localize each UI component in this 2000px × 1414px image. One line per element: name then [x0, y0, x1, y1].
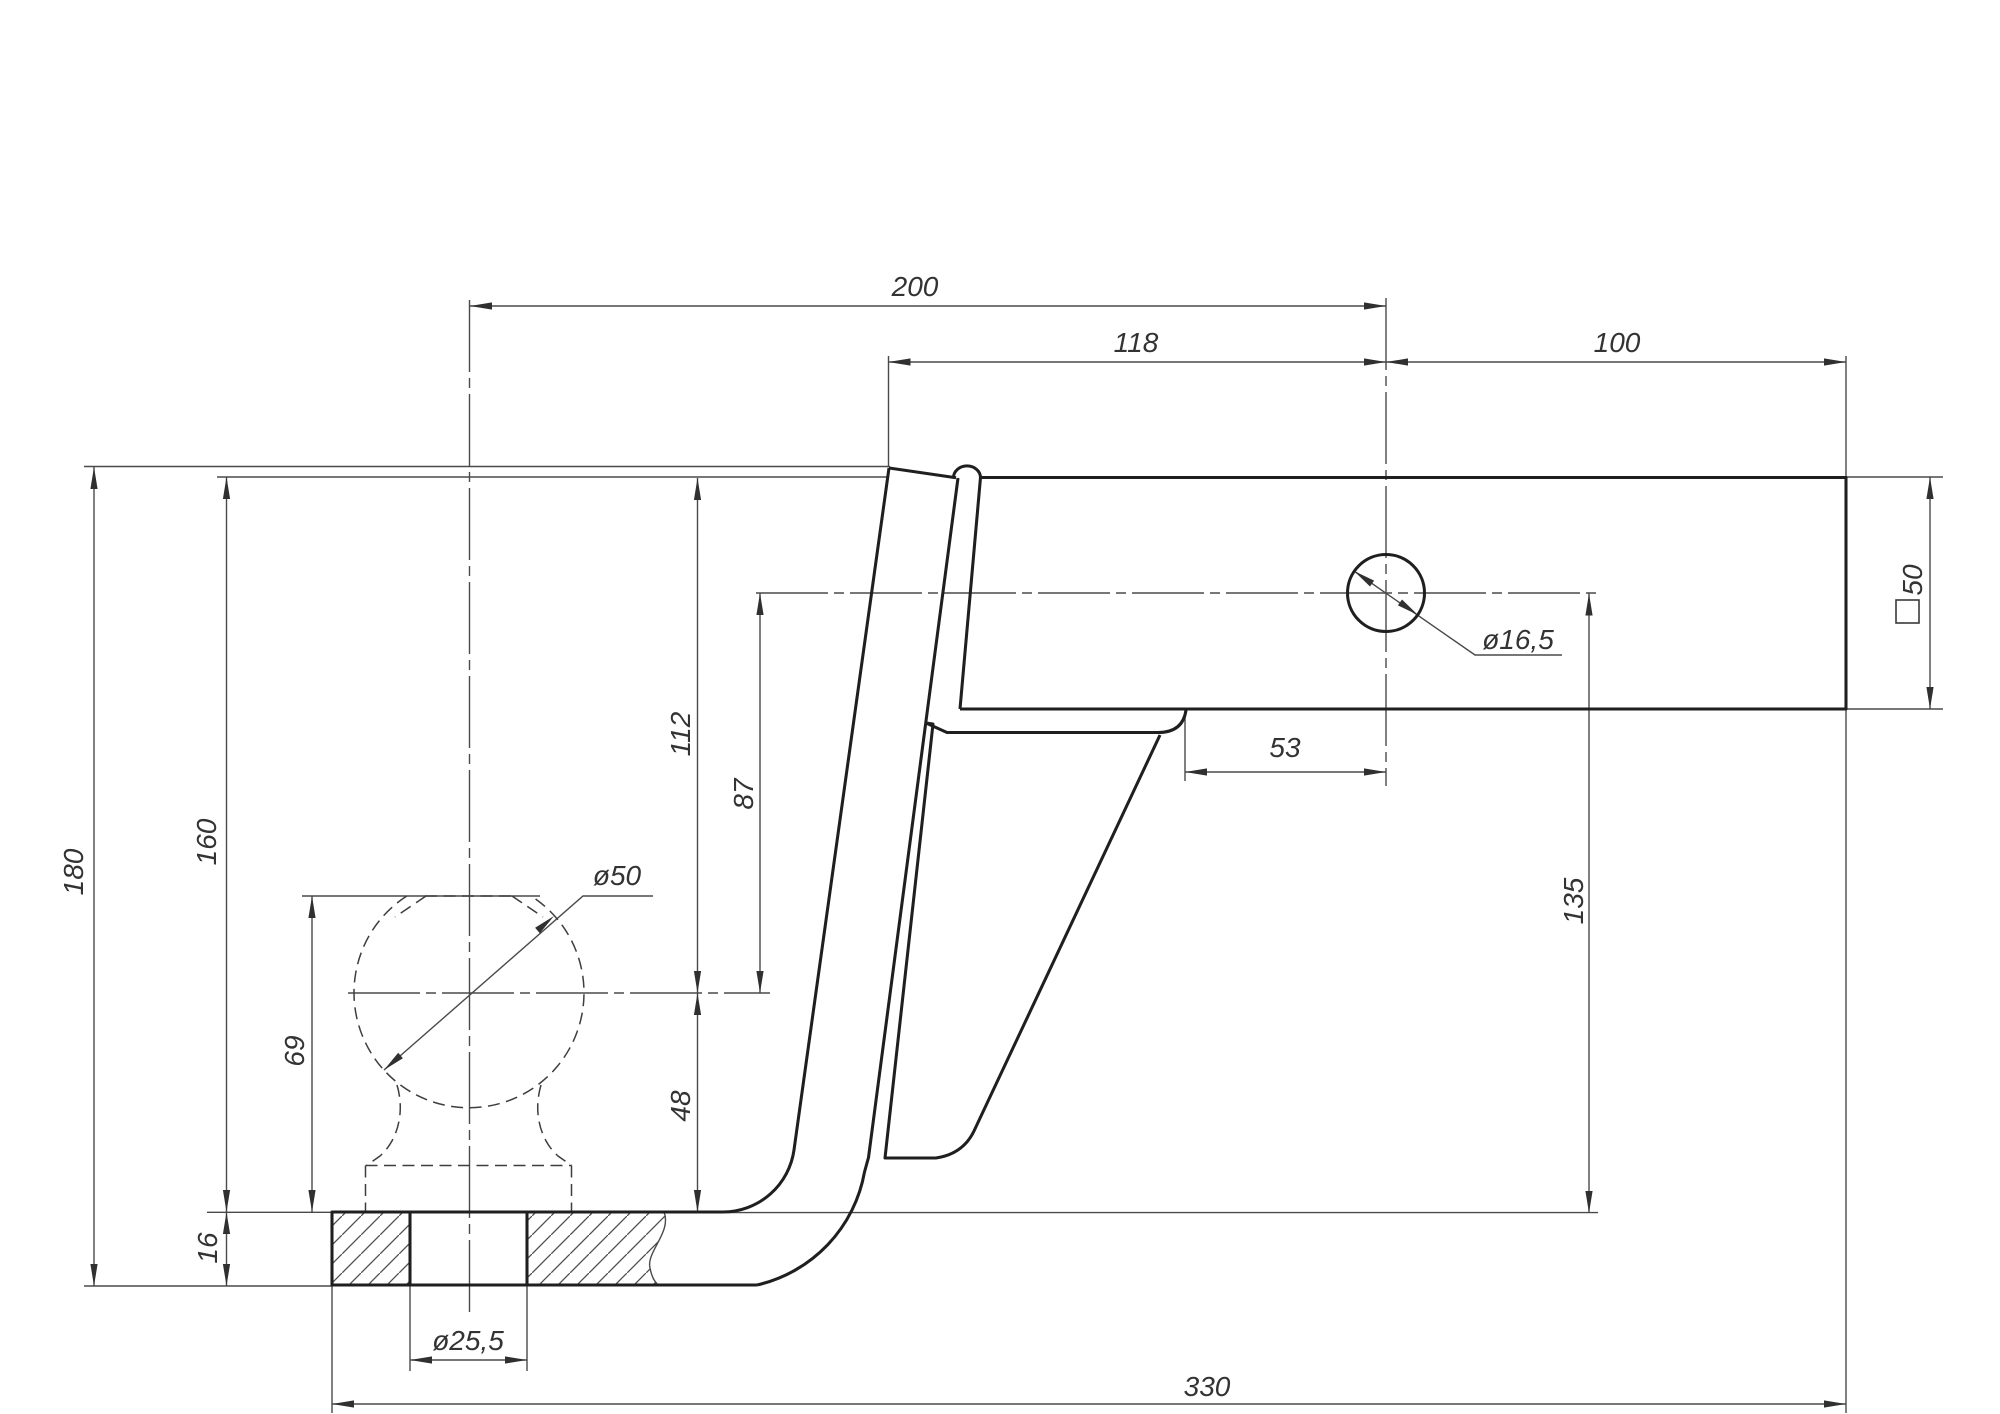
svg-text:180: 180 — [58, 848, 89, 895]
svg-text:200: 200 — [891, 271, 939, 302]
svg-text:160: 160 — [191, 818, 222, 865]
svg-text:87: 87 — [728, 777, 759, 810]
svg-text:53: 53 — [1269, 732, 1301, 763]
svg-text:112: 112 — [665, 711, 696, 756]
svg-text:ø50: ø50 — [593, 860, 642, 891]
svg-text:330: 330 — [1184, 1371, 1231, 1402]
svg-text:ø16,5: ø16,5 — [1482, 624, 1554, 655]
svg-text:100: 100 — [1594, 327, 1641, 358]
svg-text:16: 16 — [192, 1232, 223, 1264]
svg-text:ø25,5: ø25,5 — [432, 1325, 504, 1356]
svg-text:118: 118 — [1114, 327, 1159, 358]
svg-text:50: 50 — [1897, 564, 1928, 596]
svg-text:48: 48 — [665, 1090, 696, 1122]
svg-text:135: 135 — [1558, 877, 1589, 924]
svg-text:69: 69 — [279, 1035, 310, 1066]
